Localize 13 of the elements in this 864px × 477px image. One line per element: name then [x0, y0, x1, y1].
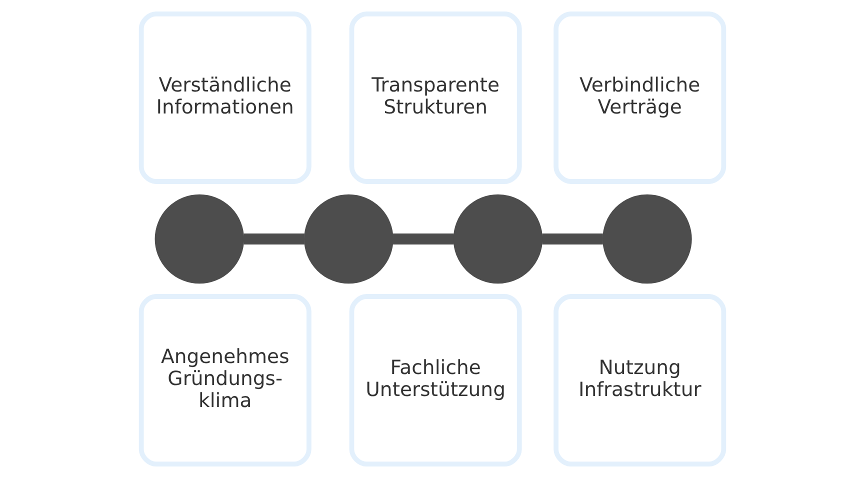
connector — [542, 233, 602, 244]
node-circle — [602, 194, 692, 284]
node-circle — [452, 194, 542, 284]
connector — [392, 233, 454, 244]
node-circle — [154, 194, 244, 284]
connector — [243, 233, 304, 244]
node-circle — [304, 194, 393, 284]
node-box: Transparente Strukturen — [348, 10, 522, 184]
node-box: Verständliche Informationen — [138, 10, 311, 184]
node-box: Nutzung Infrastruktur — [553, 294, 726, 466]
node-box: Fachliche Unterstützung — [348, 294, 522, 466]
node-box: Verbindliche Verträge — [553, 10, 726, 184]
node-box: Angenehmes Gründungs- klima — [138, 294, 311, 466]
